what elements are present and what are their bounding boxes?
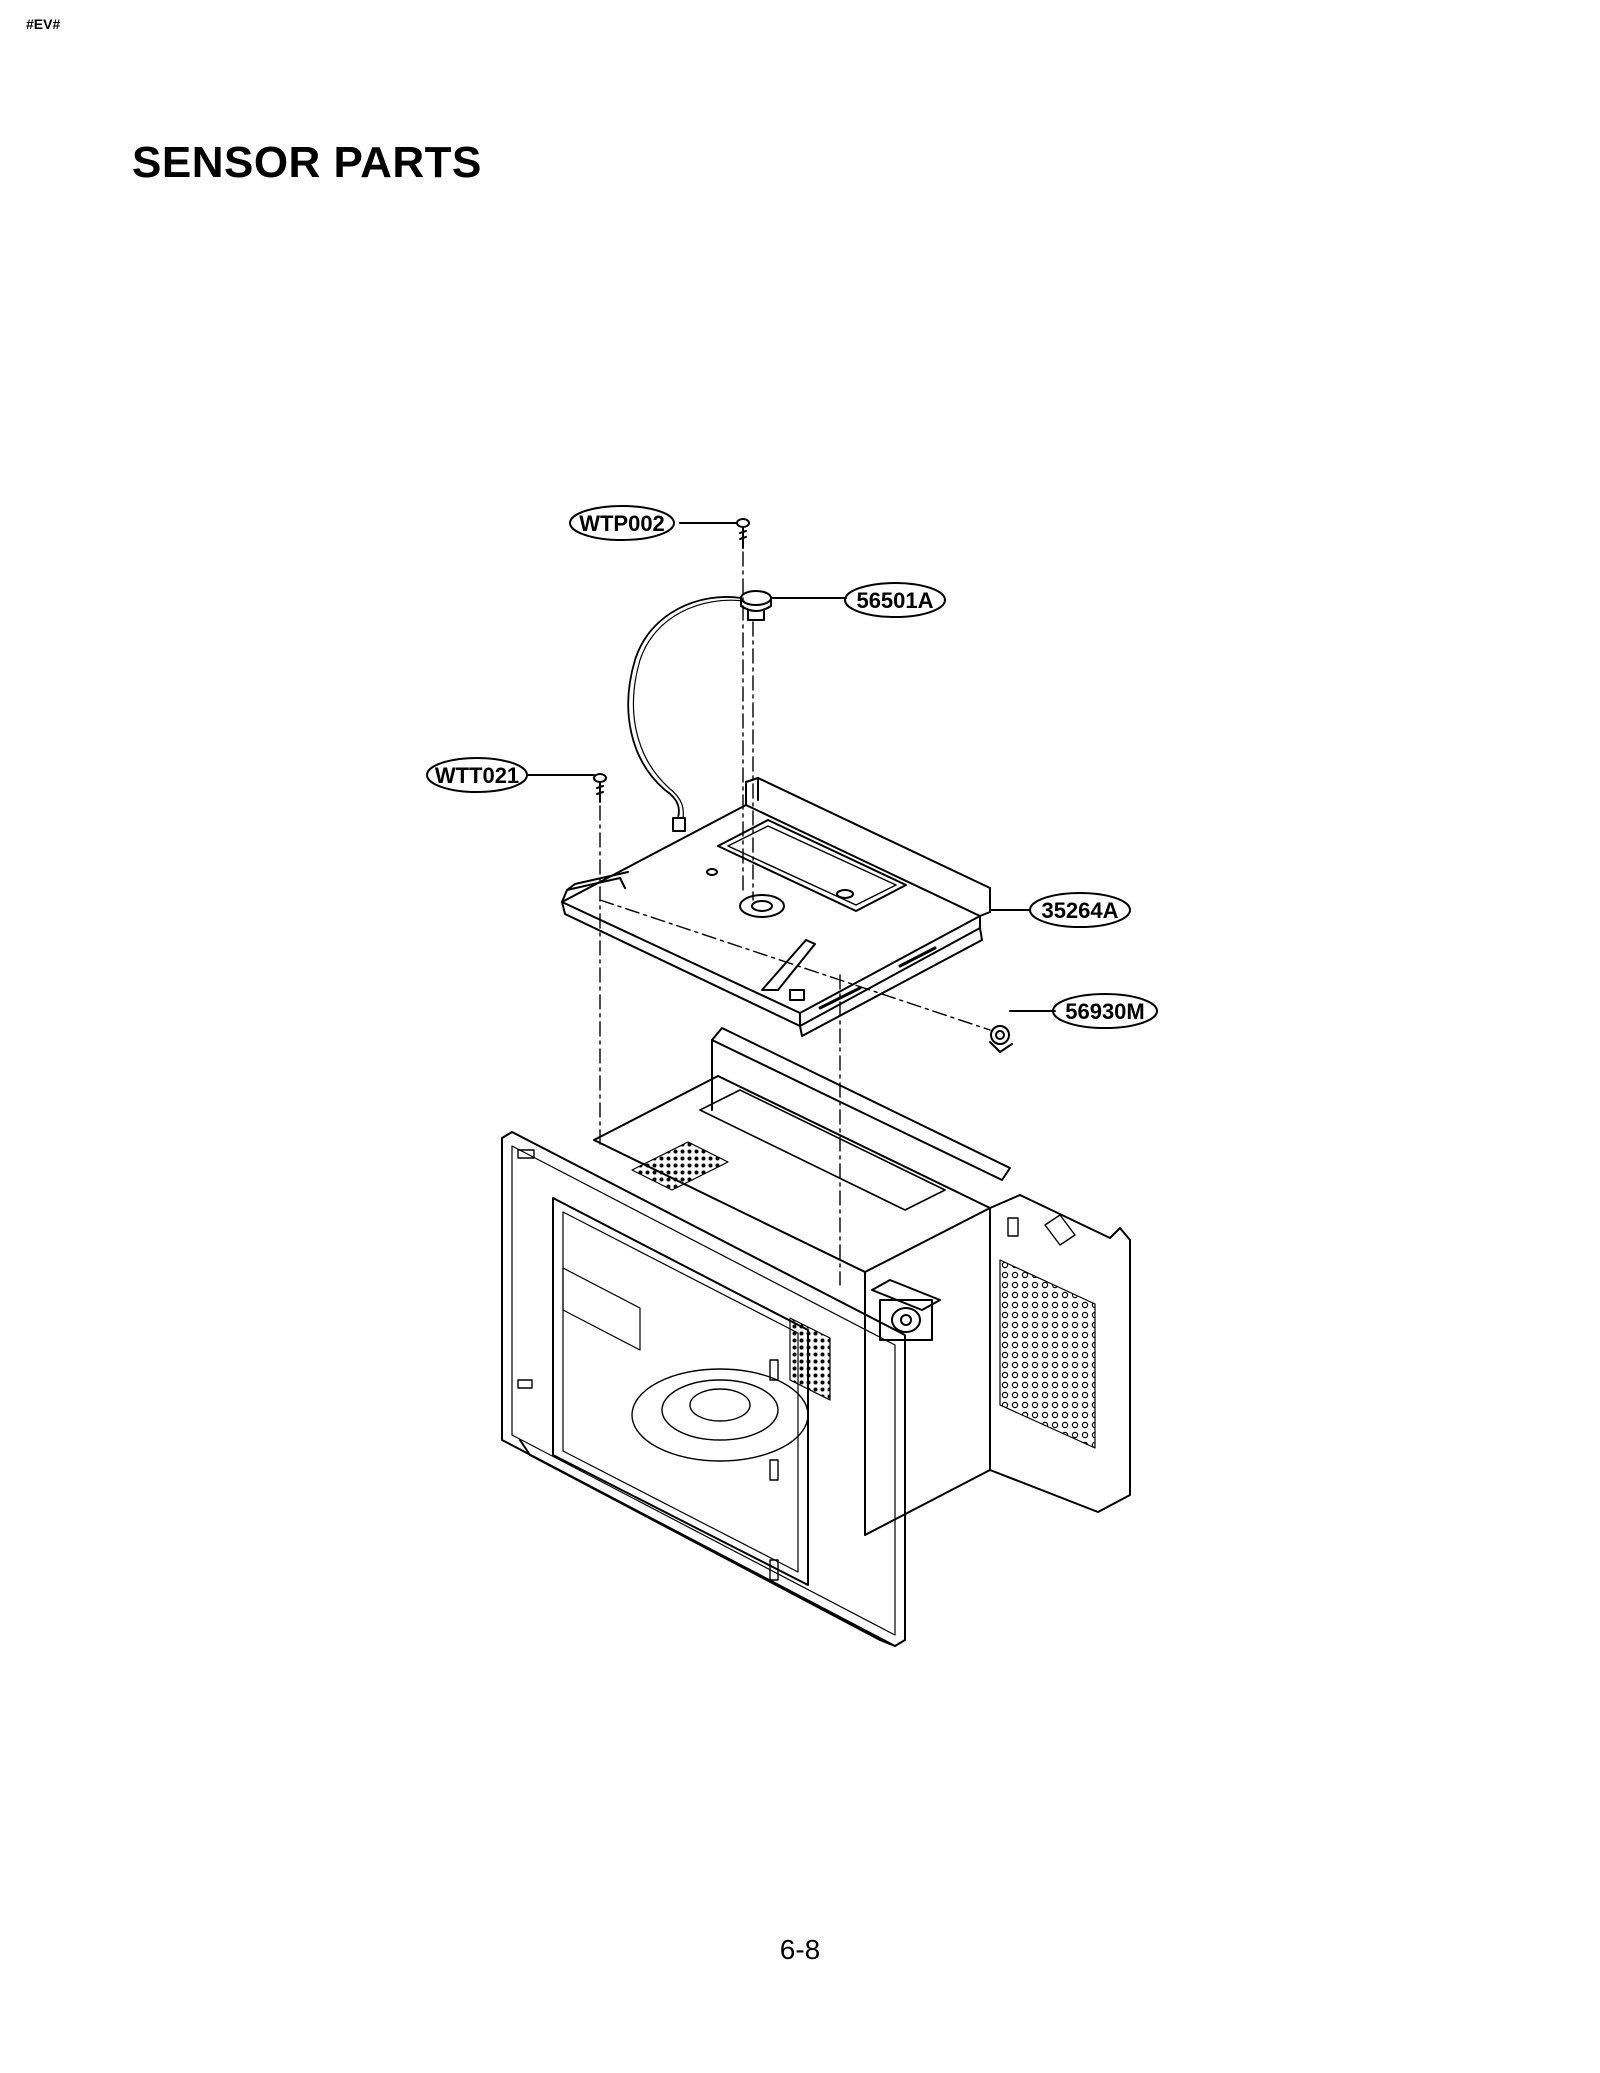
document-code: #EV# [26, 16, 61, 32]
turntable-motor [871, 1279, 941, 1341]
oven-cavity-assembly [501, 1027, 1131, 1647]
humidity-sensor-56501a-part [627, 590, 772, 832]
svg-text:56501A: 56501A [856, 588, 933, 613]
callout-56930m: 56930M [1009, 993, 1158, 1029]
page-title: SENSOR PARTS [132, 138, 482, 187]
svg-text:35264A: 35264A [1041, 898, 1118, 923]
screw-wtp002-part [736, 518, 750, 549]
screw-wtt021-part [593, 773, 607, 803]
clip-56930m-part [989, 1025, 1013, 1053]
callout-wtt021: WTT021 [426, 757, 595, 793]
callout-35264a: 35264A [989, 892, 1131, 928]
callout-56501a: 56501A [770, 582, 946, 618]
sensor-bracket-35264a-part [561, 777, 991, 1037]
callout-wtp002: WTP002 [569, 505, 738, 541]
page-number: 6-8 [779, 1934, 821, 1965]
svg-text:WTP002: WTP002 [579, 511, 665, 536]
svg-text:56930M: 56930M [1065, 999, 1145, 1024]
assembly-guide-lines [599, 551, 991, 1286]
svg-text:WTT021: WTT021 [435, 763, 519, 788]
